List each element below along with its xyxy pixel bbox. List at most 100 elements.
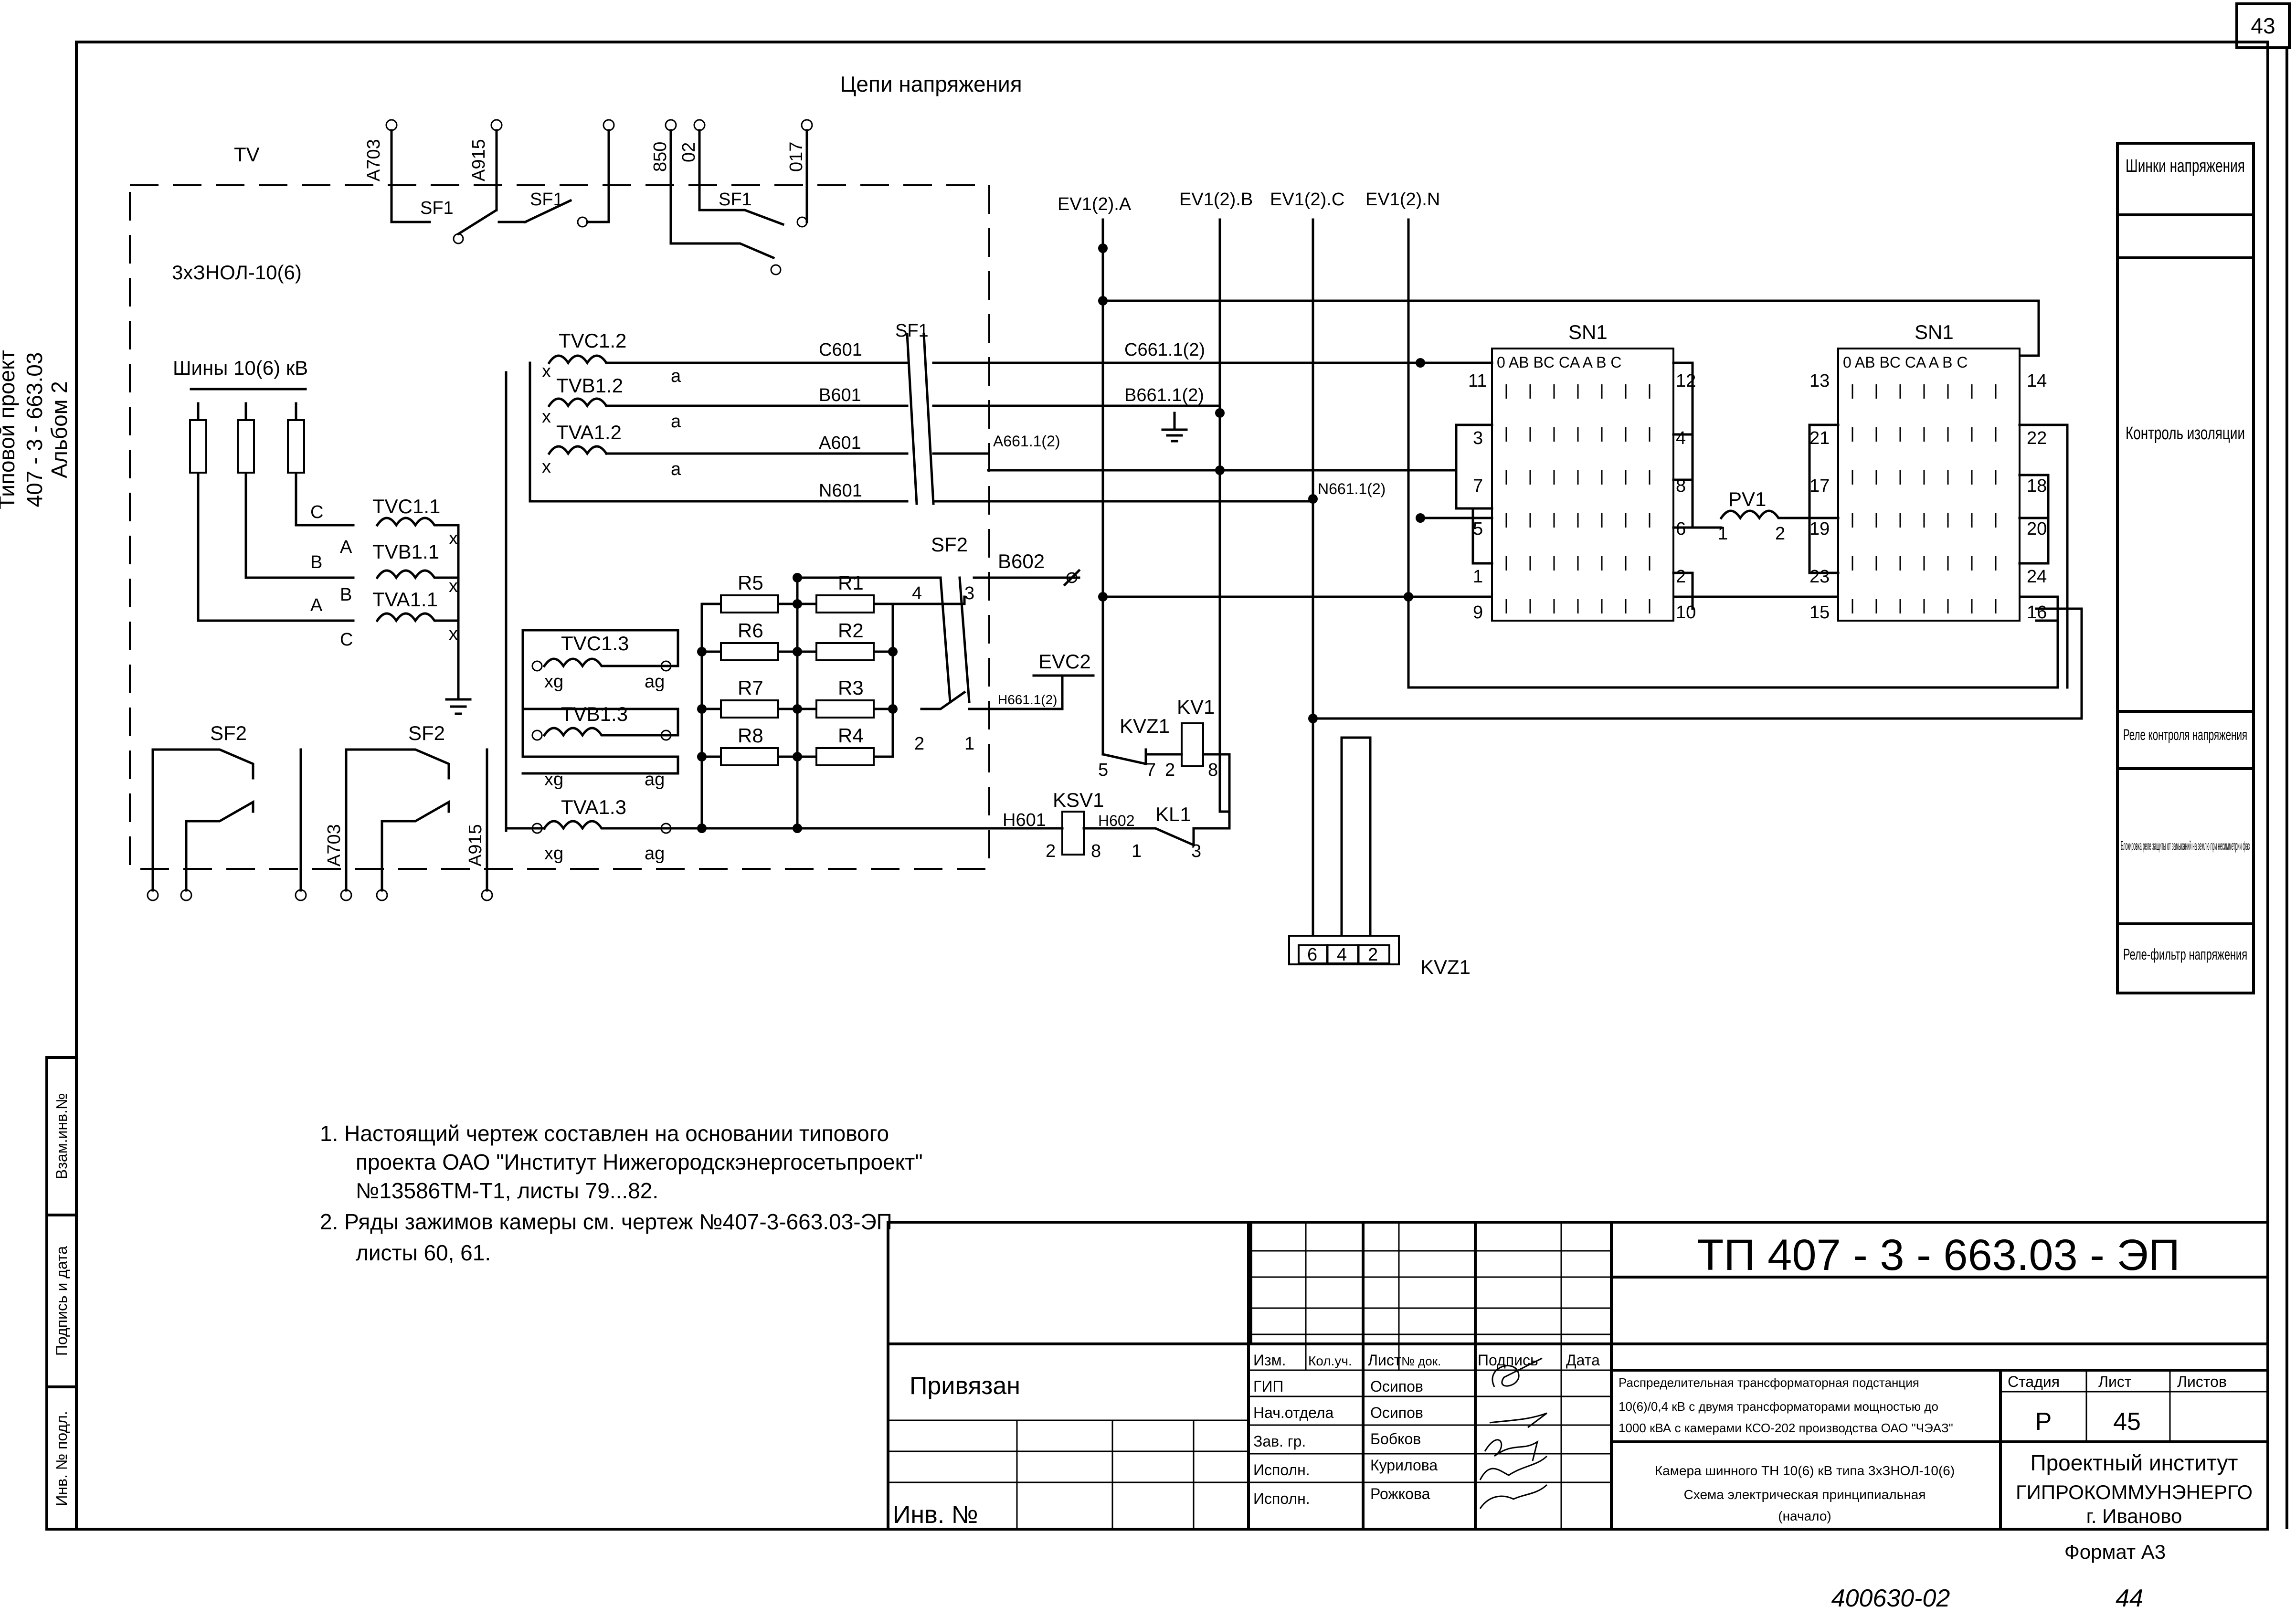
- svg-text:Нач.отдела: Нач.отдела: [1253, 1404, 1334, 1421]
- svg-text:A661.1(2): A661.1(2): [993, 433, 1060, 450]
- svg-text:ГИПРОКОММУНЭНЕРГО: ГИПРОКОММУНЭНЕРГО: [2016, 1481, 2253, 1503]
- bus-label: Шины 10(6) кВ: [173, 357, 308, 379]
- svg-text:xg: xg: [544, 770, 563, 790]
- drawing-frame: [75, 41, 2269, 1531]
- title-block: ТП 407 - 3 - 663.03 - ЭП Привязан Инв. №…: [887, 1221, 2269, 1531]
- fuses: [189, 388, 307, 622]
- svg-text:EV1(2).N: EV1(2).N: [1365, 190, 1440, 210]
- svg-text:ag: ag: [645, 844, 665, 864]
- svg-text:R2: R2: [838, 619, 864, 642]
- svg-text:xg: xg: [544, 672, 563, 692]
- lbl-sf1-a: SF1: [420, 198, 454, 218]
- svg-text:2: 2: [1165, 760, 1175, 780]
- format-label: Формат А3: [2064, 1541, 2166, 1563]
- privyazan-label: Привязан: [910, 1372, 1020, 1400]
- svg-text:B602: B602: [998, 550, 1045, 572]
- svg-text:a: a: [671, 412, 681, 432]
- lbl-tva12: TVA1.2: [556, 421, 622, 444]
- svg-text:R1: R1: [838, 571, 864, 594]
- svg-text:R6: R6: [738, 619, 763, 642]
- sf2-lower: SF2 SF2 A703 A915: [147, 722, 493, 901]
- svg-text:EV1(2).A: EV1(2).A: [1058, 194, 1132, 214]
- project-label-2: 407 - 3 - 663.03: [22, 352, 47, 507]
- svg-text:0 AB BC CA A B C: 0 AB BC CA A B C: [1497, 354, 1621, 371]
- svg-text:14: 14: [2027, 371, 2047, 391]
- svg-text:TVC1.3: TVC1.3: [561, 632, 629, 655]
- svg-text:2: 2: [1676, 567, 1686, 587]
- relays: EVC2 H661.1(2) KVZ1 KV1 5 7 2 8 KSV1 H60…: [987, 650, 1231, 861]
- sheet-number: 43: [2251, 13, 2275, 38]
- svg-text:ag: ag: [645, 672, 665, 692]
- fn-filter: Реле-фильтр напряжения: [2123, 946, 2247, 963]
- svg-text:5: 5: [1473, 519, 1483, 539]
- svg-text:21: 21: [1809, 428, 1830, 448]
- stamp-inv-podl: Инв. № подл.: [53, 1411, 70, 1506]
- svg-text:PV1: PV1: [1728, 488, 1766, 510]
- lbl-sf1-b: SF1: [530, 190, 563, 210]
- svg-text:C661.1(2): C661.1(2): [1124, 340, 1205, 360]
- svg-text:R7: R7: [738, 676, 763, 699]
- svg-text:8: 8: [1091, 841, 1101, 861]
- svg-text:B: B: [310, 552, 322, 572]
- svg-text:x: x: [542, 407, 551, 427]
- fn-blocking: Блокировка реле защиты от замыканий на з…: [2121, 838, 2250, 853]
- svg-text:N601: N601: [819, 481, 862, 501]
- svg-text:9: 9: [1473, 602, 1483, 623]
- svg-text:17: 17: [1809, 476, 1830, 496]
- svg-text:Схема электрическая принципиал: Схема электрическая принципиальная: [1684, 1487, 1926, 1502]
- lbl-tvc12: TVC1.2: [559, 329, 626, 352]
- svg-text:Исполн.: Исполн.: [1253, 1490, 1310, 1507]
- svg-text:15: 15: [1809, 602, 1830, 623]
- svg-text:Рожкова: Рожкова: [1370, 1485, 1430, 1502]
- svg-text:A: A: [310, 595, 323, 615]
- svg-text:2: 2: [1775, 524, 1785, 544]
- svg-text:5: 5: [1098, 760, 1108, 780]
- tv-label: TV: [234, 143, 260, 166]
- svg-text:A915: A915: [466, 824, 486, 867]
- svg-text:x: x: [542, 457, 551, 477]
- inv-label: Инв. №: [893, 1501, 978, 1529]
- svg-text:B: B: [340, 585, 352, 605]
- svg-text:B661.1(2): B661.1(2): [1124, 385, 1204, 405]
- svg-text:Камера шинного ТН 10(6) кВ тип: Камера шинного ТН 10(6) кВ типа 3хЗНОЛ-1…: [1655, 1463, 1955, 1478]
- note-2b: листы 60, 61.: [356, 1240, 491, 1265]
- svg-text:Лист: Лист: [1368, 1352, 1401, 1369]
- svg-text:4: 4: [1676, 428, 1686, 448]
- svg-text:R3: R3: [838, 676, 864, 699]
- lbl-tva11: TVA1.1: [372, 588, 438, 611]
- svg-text:1: 1: [1132, 841, 1142, 861]
- sheet-number-box: [2235, 2, 2291, 49]
- open-delta-windings: TVC1.3 TVB1.3 TVA1.3 xg ag xg ag xg ag: [505, 629, 990, 864]
- svg-text:Курилова: Курилова: [1370, 1457, 1438, 1474]
- svg-text:ag: ag: [645, 770, 665, 790]
- svg-text:Листов: Листов: [2177, 1373, 2227, 1390]
- svg-text:1: 1: [964, 734, 974, 754]
- project-label-1: Типовой проект: [0, 350, 19, 509]
- svg-text:a: a: [671, 459, 681, 479]
- svg-text:1: 1: [1473, 567, 1483, 587]
- svg-text:13: 13: [1809, 371, 1830, 391]
- svg-text:Р: Р: [2035, 1408, 2052, 1436]
- svg-text:0 AB BC CA A B C: 0 AB BC CA A B C: [1843, 354, 1968, 371]
- svg-text:N661.1(2): N661.1(2): [1318, 480, 1386, 497]
- svg-text:KSV1: KSV1: [1053, 789, 1104, 811]
- svg-text:Проектный институт: Проектный институт: [2031, 1450, 2238, 1475]
- svg-text:(начало): (начало): [1778, 1509, 1831, 1523]
- tv-enclosure: [129, 184, 990, 870]
- svg-text:2: 2: [914, 734, 924, 754]
- svg-text:8: 8: [1208, 760, 1218, 780]
- svg-text:7: 7: [1146, 760, 1156, 780]
- fn-relay: Реле контроля напряжения: [2123, 726, 2247, 743]
- svg-text:23: 23: [1809, 567, 1830, 587]
- doc-code: ТП 407 - 3 - 663.03 - ЭП: [1697, 1231, 2180, 1279]
- sn1-right: SN1 0 AB BC CA A B C 13 21 17 19 23 15 1…: [1803, 321, 2069, 689]
- svg-text:2: 2: [1368, 945, 1378, 965]
- top-terminals: A703 A915 850 02 017 SF1 SF1 SF1: [364, 119, 813, 275]
- svg-text:C: C: [340, 630, 353, 650]
- svg-text:R4: R4: [838, 724, 864, 747]
- handwritten-page: 44: [2116, 1585, 2143, 1612]
- svg-text:R5: R5: [738, 571, 763, 594]
- note-2: 2. Ряды зажимов камеры см. чертеж №407-3…: [320, 1209, 892, 1234]
- svg-text:20: 20: [2027, 519, 2047, 539]
